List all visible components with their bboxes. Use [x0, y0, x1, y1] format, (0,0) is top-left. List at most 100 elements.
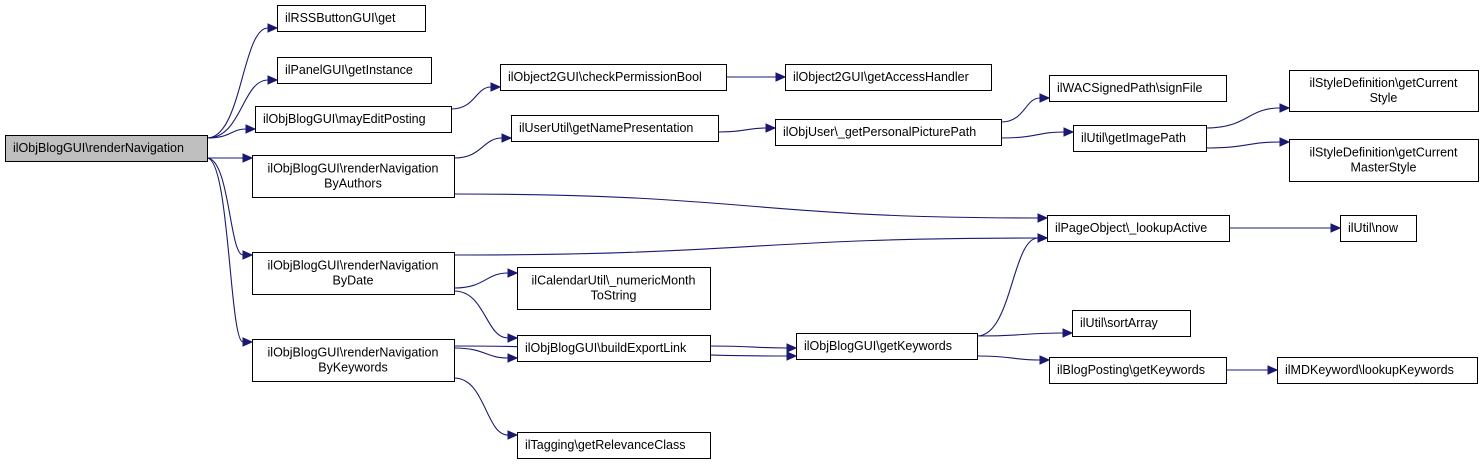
node-label-exportLink-line-0: ilObjBlogGUI\buildExportLink — [525, 341, 687, 355]
node-box-persPic — [775, 119, 1002, 146]
node-box-signFile — [1049, 75, 1227, 102]
node-lookupActive[interactable]: ilPageObject\_lookupActive — [1047, 215, 1230, 242]
node-namePres[interactable]: ilUserUtil\getNamePresentation — [511, 115, 719, 142]
node-box-sortArray — [1072, 310, 1191, 337]
edge-byAuthors-to-lookupActive — [453, 193, 1039, 219]
edge-mayEdit-to-checkPerm — [450, 86, 492, 110]
node-label-calUtil-line-0: ilCalendarUtil\_numericMonth — [532, 274, 696, 288]
node-box-postingKw — [1049, 357, 1227, 384]
edge-imagePath-to-curMaster — [1205, 141, 1281, 149]
edge-byKeywords-to-exportLink — [453, 347, 509, 359]
arrowhead-root-to-byAuthors — [242, 153, 254, 163]
node-label-mayEdit-line-0: ilObjBlogGUI\mayEditPosting — [263, 112, 426, 126]
node-label-curMaster-line-1: MasterStyle — [1351, 161, 1417, 175]
node-label-byAuthors-line-0: ilObjBlogGUI\renderNavigation — [268, 162, 439, 176]
node-checkPerm[interactable]: ilObject2GUI\checkPermissionBool — [500, 64, 727, 91]
node-label-lookupActive-line-0: ilPageObject\_lookupActive — [1055, 221, 1207, 235]
node-box-mayEdit — [255, 106, 452, 133]
node-persPic[interactable]: ilObjUser\_getPersonalPicturePath — [775, 119, 1002, 146]
node-label-byDate-line-0: ilObjBlogGUI\renderNavigation — [268, 259, 439, 273]
node-label-now-line-0: ilUtil\now — [1348, 221, 1399, 235]
node-now[interactable]: ilUtil\now — [1340, 215, 1417, 242]
node-accessHandler[interactable]: ilObject2GUI\getAccessHandler — [785, 64, 992, 91]
arrowhead-byDate-to-exportLink — [507, 333, 519, 343]
arrowhead-imagePath-to-curMaster — [1279, 137, 1291, 147]
arrowhead-byKeywords-to-tagging — [507, 430, 519, 440]
node-box-exportLink — [517, 335, 711, 362]
edge-byDate-to-calUtil — [453, 272, 509, 289]
arrowhead-byAuthors-to-lookupActive — [1037, 213, 1049, 223]
edge-persPic-to-imagePath — [1000, 131, 1065, 139]
arrowhead-root-to-byDate — [242, 250, 254, 260]
node-panel[interactable]: ilPanelGUI\getInstance — [277, 57, 432, 84]
node-box-accessHandler — [785, 64, 992, 91]
node-getKeywords[interactable]: ilObjBlogGUI\getKeywords — [796, 333, 978, 360]
node-box-now — [1340, 215, 1417, 242]
node-label-rss-line-0: ilRSSButtonGUI\get — [285, 11, 396, 25]
edge-imagePath-to-curStyle — [1205, 107, 1281, 129]
arrowhead-root-to-rss — [267, 23, 279, 33]
node-signFile[interactable]: ilWACSignedPath\signFile — [1049, 75, 1227, 102]
edge-root-to-mayEdit — [206, 128, 247, 139]
node-label-curStyle-line-0: ilStyleDefinition\getCurrent — [1310, 76, 1459, 90]
node-label-byDate-line-1: ByDate — [333, 274, 374, 288]
node-box-panel — [277, 57, 432, 84]
node-label-checkPerm-line-0: ilObject2GUI\checkPermissionBool — [508, 70, 702, 84]
node-box-byDate — [252, 252, 455, 295]
node-box-byAuthors — [252, 155, 455, 198]
node-tagging[interactable]: ilTagging\getRelevanceClass — [517, 432, 711, 459]
edge-namePres-to-persPic — [717, 127, 767, 133]
arrowhead-byKeywords-to-exportLink — [507, 353, 519, 363]
arrowhead-getKeywords-to-postingKw — [1039, 355, 1051, 365]
node-label-byKeywords-line-1: ByKeywords — [318, 361, 387, 375]
node-box-curStyle — [1289, 70, 1479, 112]
arrowhead-mayEdit-to-checkPerm — [490, 82, 502, 92]
arrowhead-namePres-to-persPic — [765, 123, 777, 133]
node-label-tagging-line-0: ilTagging\getRelevanceClass — [525, 438, 686, 452]
node-box-rss — [277, 5, 426, 32]
node-mayEdit[interactable]: ilObjBlogGUI\mayEditPosting — [255, 106, 452, 133]
node-label-sortArray-line-0: ilUtil\sortArray — [1080, 316, 1159, 330]
arrowhead-byDate-to-calUtil — [507, 268, 519, 278]
arrowhead-persPic-to-imagePath — [1063, 127, 1075, 137]
node-sortArray[interactable]: ilUtil\sortArray — [1072, 310, 1191, 337]
node-label-mdKeyword-line-0: ilMDKeyword\lookupKeywords — [1285, 363, 1454, 377]
node-box-imagePath — [1073, 125, 1207, 152]
node-label-byKeywords-line-0: ilObjBlogGUI\renderNavigation — [268, 346, 439, 360]
edge-root-to-byDate — [206, 157, 244, 256]
node-mdKeyword[interactable]: ilMDKeyword\lookupKeywords — [1277, 357, 1478, 384]
node-label-root-line-0: ilObjBlogGUI\renderNavigation — [13, 141, 184, 155]
node-box-byKeywords — [252, 339, 455, 382]
edge-root-to-rss — [206, 27, 269, 139]
node-box-calUtil — [517, 267, 711, 310]
node-imagePath[interactable]: ilUtil\getImagePath — [1073, 125, 1207, 152]
node-postingKw[interactable]: ilBlogPosting\getKeywords — [1049, 357, 1227, 384]
arrowhead-exportLink-to-getKeywords — [786, 343, 798, 353]
edge-persPic-to-signFile — [1000, 97, 1041, 123]
edge-byDate-to-lookupActive — [453, 237, 1039, 256]
arrowhead-root-to-panel — [267, 75, 279, 85]
node-box-checkPerm — [500, 64, 727, 91]
node-label-signFile-line-0: ilWACSignedPath\signFile — [1057, 81, 1202, 95]
arrowhead-byKeywords-to-getKeywords — [786, 351, 798, 361]
node-label-byAuthors-line-1: ByAuthors — [324, 177, 382, 191]
node-exportLink[interactable]: ilObjBlogGUI\buildExportLink — [517, 335, 711, 362]
arrowhead-imagePath-to-curStyle — [1279, 103, 1291, 113]
edge-root-to-panel — [206, 79, 269, 139]
node-root[interactable]: ilObjBlogGUI\renderNavigation — [5, 135, 208, 162]
arrowhead-getKeywords-to-lookupActive — [1037, 233, 1049, 243]
node-label-curStyle-line-1: Style — [1370, 91, 1398, 105]
arrowhead-root-to-byKeywords — [242, 337, 254, 347]
node-rss[interactable]: ilRSSButtonGUI\get — [277, 5, 426, 32]
node-label-namePres-line-0: ilUserUtil\getNamePresentation — [519, 121, 693, 135]
arrowhead-byAuthors-to-namePres — [501, 133, 513, 143]
node-label-curMaster-line-0: ilStyleDefinition\getCurrent — [1310, 146, 1459, 160]
node-box-tagging — [517, 432, 711, 459]
arrowhead-persPic-to-signFile — [1039, 93, 1051, 103]
